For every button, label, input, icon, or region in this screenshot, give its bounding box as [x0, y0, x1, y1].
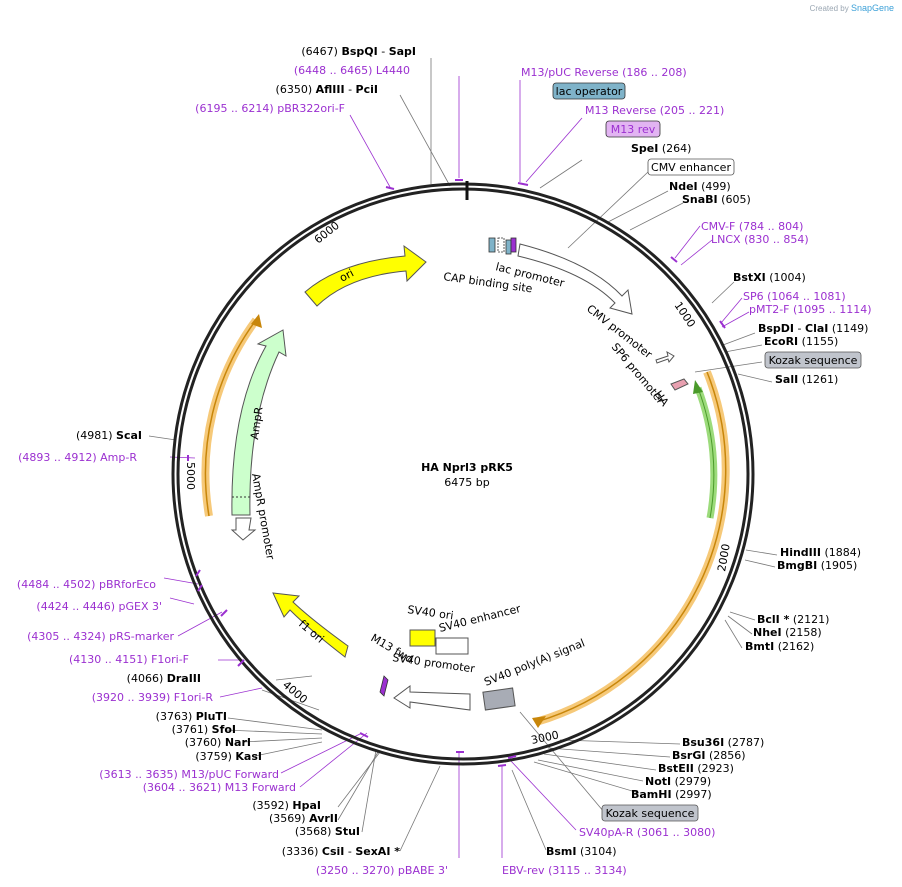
sv40-ori-label: SV40 ori	[407, 603, 455, 622]
site-snabi: SnaBI (605)	[682, 193, 751, 206]
site-bsmi: BsmI (3104)	[546, 845, 617, 858]
site-nhei: NheI (2158)	[753, 626, 822, 639]
site-bspdi-clai: BspDI - ClaI (1149)	[758, 322, 868, 335]
insert-arc	[535, 371, 727, 723]
primer-sv40pa-r: SV40pA-R (3061 .. 3080)	[579, 826, 715, 839]
insert-arcs	[201, 314, 730, 728]
svg-text:CMV enhancer: CMV enhancer	[651, 161, 731, 174]
primer-prs-marker: (4305 .. 4324) pRS-marker	[27, 630, 174, 643]
site-ecori: EcoRI (1155)	[764, 335, 838, 348]
primer-pbabe-3: (3250 .. 3270) pBABE 3'	[316, 864, 448, 877]
svg-text:Kozak sequence: Kozak sequence	[769, 354, 858, 367]
site-afliii-pcii: (6350) AflIII - PciI	[276, 83, 378, 96]
site-bsteii: BstEII (2923)	[658, 762, 734, 775]
primer-m13-forward: (3604 .. 3621) M13 Forward	[143, 781, 296, 794]
sv40-enhancer-label: SV40 enhancer	[438, 602, 523, 635]
ampr-promoter-label: AmpR promoter	[249, 472, 277, 561]
primer-pbr322ori-f: (6195 .. 6214) pBR322ori-F	[195, 102, 345, 115]
site-avrii: (3569) AvrII	[269, 812, 338, 825]
svg-text:lac operator: lac operator	[556, 85, 623, 98]
kozak-sequence-box-2: Kozak sequence	[601, 804, 699, 822]
site-bcli: BclI * (2121)	[757, 613, 829, 626]
site-csii-sexai: (3336) CsiI - SexAI *	[282, 845, 400, 858]
primer-m13-reverse: M13 Reverse (205 .. 221)	[585, 104, 724, 117]
m13-rev-box: M13 rev	[605, 120, 661, 138]
cmv-enhancer-box: CMV enhancer	[647, 158, 735, 176]
site-ndei: NdeI (499)	[669, 180, 731, 193]
primer-cmv-f: CMV-F (784 .. 804)	[701, 220, 803, 233]
site-hindiii: HindIII (1884)	[780, 546, 861, 559]
snapgene-logo: SnapGene	[850, 3, 894, 13]
site-spei: SpeI (264)	[631, 142, 691, 155]
primer-l4440: (6448 .. 6465) L4440	[294, 64, 410, 77]
insert-highlight	[534, 370, 730, 726]
svg-text:Kozak sequence: Kozak sequence	[606, 807, 695, 820]
site-kasi: (3759) KasI	[195, 750, 262, 763]
sv40-polya-label: SV40 poly(A) signal	[482, 636, 586, 688]
primer-m13puc-reverse: M13/pUC Reverse (186 .. 208)	[521, 66, 687, 79]
kozak-sequence-box-1: Kozak sequence	[764, 351, 862, 369]
primer-pbrforeco: (4484 .. 4502) pBRforEco	[17, 578, 156, 591]
feature-lac-region: lac promoter CAP binding site	[443, 237, 566, 295]
primer-f1ori-r: (3920 .. 3939) F1ori-R	[92, 691, 214, 704]
site-bmgbi: BmgBI (1905)	[777, 559, 857, 572]
nprl3-gene-arc	[694, 386, 718, 519]
plasmid-name: HA Nprl3 pRK5	[421, 461, 513, 474]
tick-2000: 2000	[715, 543, 733, 573]
primer-markers	[187, 179, 726, 767]
site-bspqi-sapi: (6467) BspQI - SapI	[301, 45, 416, 58]
svg-text:M13 rev: M13 rev	[611, 123, 656, 136]
site-bamhi: BamHI (2997)	[631, 788, 712, 801]
ori-label: ori	[337, 266, 356, 284]
primer-lncx: LNCX (830 .. 854)	[711, 233, 809, 246]
primer-ebv-rev: EBV-rev (3115 .. 3134)	[502, 864, 627, 877]
snapgene-credit: Created by SnapGene	[809, 3, 894, 13]
backbone	[171, 181, 755, 766]
primer-m13puc-forward: (3613 .. 3635) M13/pUC Forward	[99, 768, 279, 781]
site-bsrgi: BsrGI (2856)	[672, 749, 746, 762]
site-stui: (3568) StuI	[295, 825, 360, 838]
feature-cmv-promoter: CMV promoter	[517, 243, 655, 361]
site-draiii: (4066) DraIII	[127, 672, 201, 685]
plasmid-size: 6475 bp	[444, 476, 489, 489]
ampr-label: AmpR	[248, 406, 265, 441]
primer-amp-r: (4893 .. 4912) Amp-R	[18, 451, 137, 464]
primer-f1ori-f: (4130 .. 4151) F1ori-F	[69, 653, 189, 666]
feature-ori: ori	[304, 244, 427, 307]
site-pluti: (3763) PluTI	[156, 710, 227, 723]
primer-pmt2-f: pMT2-F (1095 .. 1114)	[749, 303, 872, 316]
site-bstxi: BstXI (1004)	[733, 271, 806, 284]
lac-operator-box: lac operator	[552, 82, 626, 100]
feature-f1-ori: f1 ori	[272, 592, 349, 658]
tick-1000: 1000	[672, 299, 698, 329]
primer-pgex-3: (4424 .. 4446) pGEX 3'	[36, 600, 162, 613]
site-bmti: BmtI (2162)	[745, 640, 814, 653]
feature-sv40: SV40 ori SV40 enhancer SV40 promoter M13…	[369, 602, 587, 711]
tick-5000: 5000	[184, 462, 197, 490]
site-nari: (3760) NarI	[185, 736, 251, 749]
site-sali: SalI (1261)	[775, 373, 838, 386]
site-noti: NotI (2979)	[645, 775, 711, 788]
tick-3000: 3000	[530, 728, 560, 747]
primer-sp6: SP6 (1064 .. 1081)	[743, 290, 846, 303]
site-bsu36i: Bsu36I (2787)	[682, 736, 764, 749]
feature-ampr: AmpR AmpR promoter	[230, 329, 287, 561]
site-hpai: (3592) HpaI	[252, 799, 321, 812]
site-sfoi: (3761) SfoI	[172, 723, 236, 736]
site-scai: (4981) ScaI	[76, 429, 142, 442]
